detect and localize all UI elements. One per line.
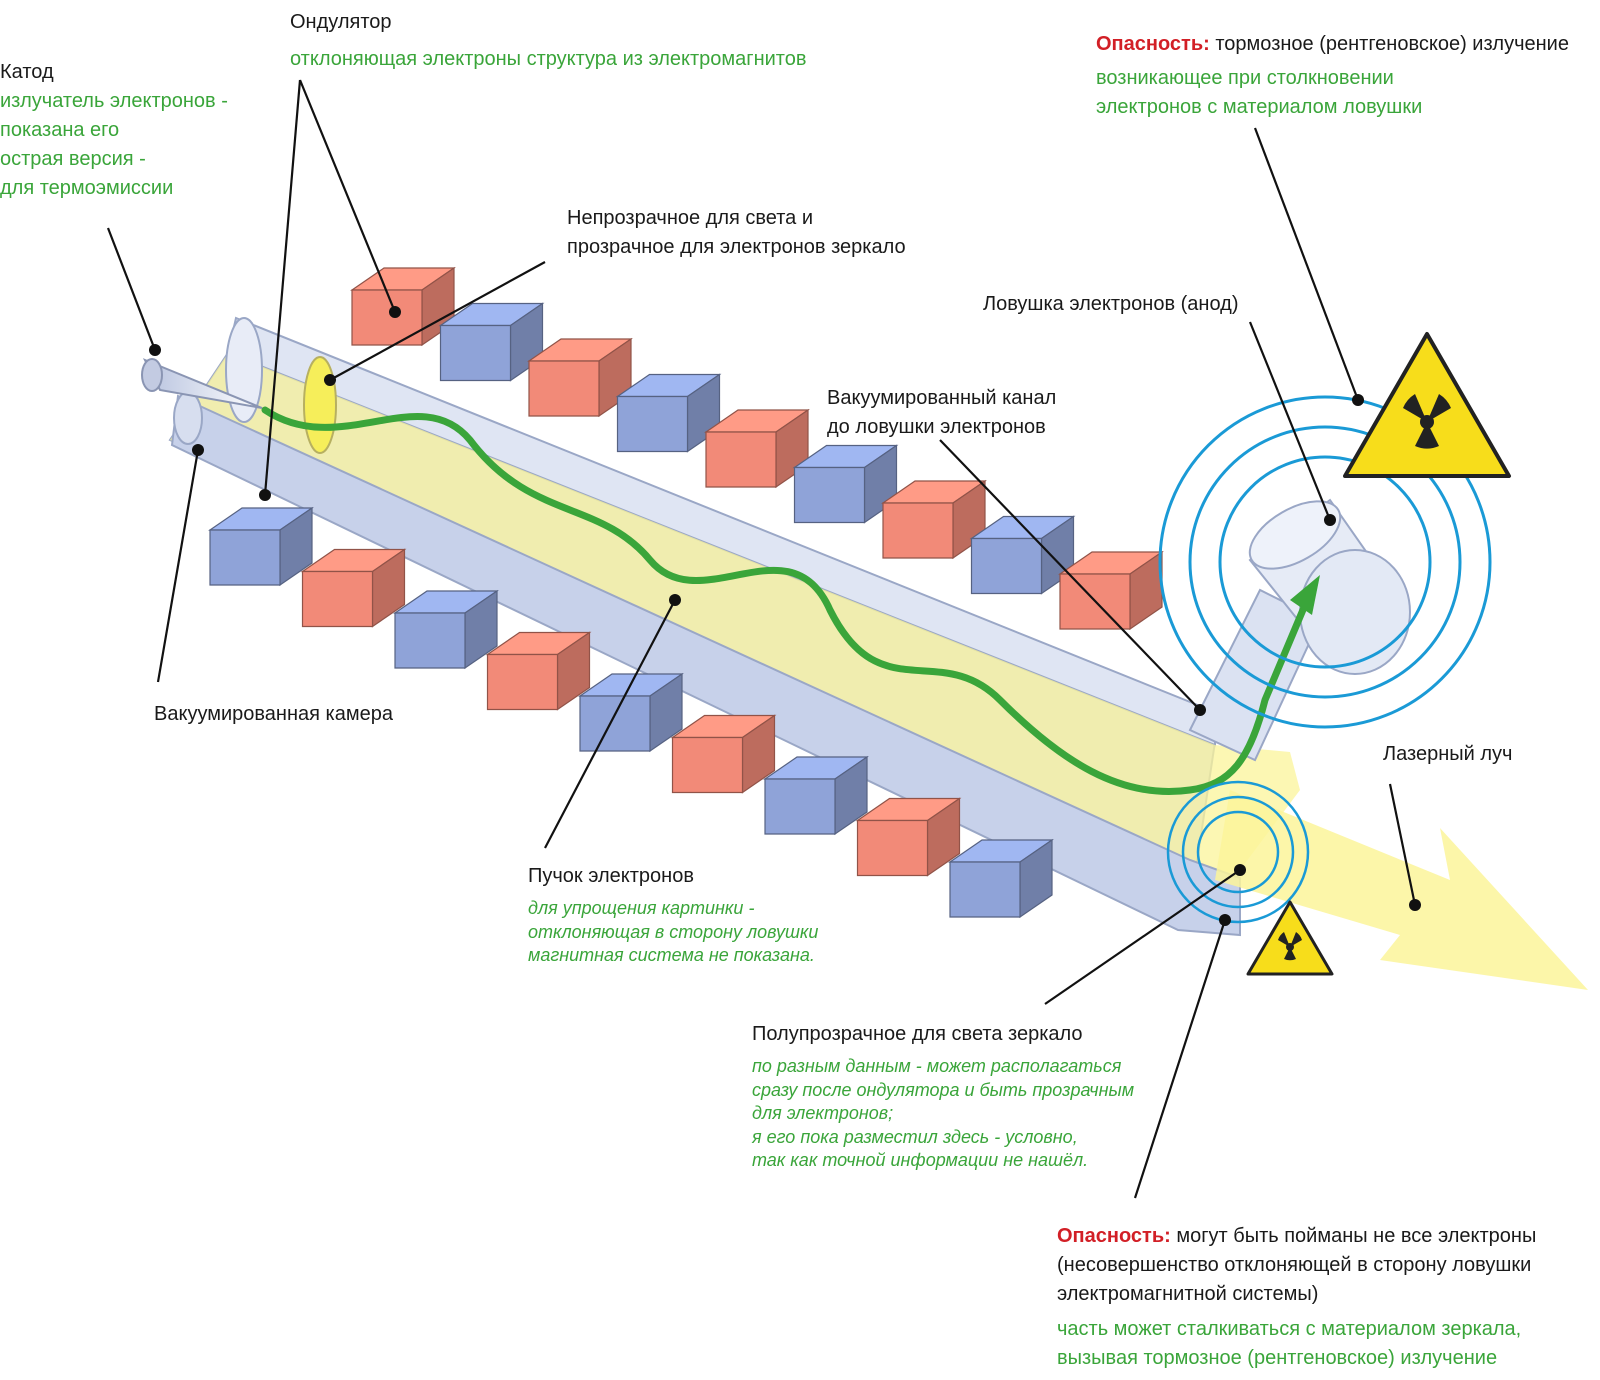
magnet-back-2 <box>438 302 545 382</box>
electron-beam-title: Пучок электронов <box>528 865 694 887</box>
magnet-front-3 <box>393 589 499 670</box>
mirror-opaque-line-1: Непрозрачное для света и <box>567 207 814 229</box>
undulator-label: Ондулятор отклоняющая электроны структур… <box>290 8 807 74</box>
cathode-note-1: излучатель электронов - <box>0 90 228 112</box>
danger-top-text: тормозное (рентгеновское) излучение <box>1215 33 1569 55</box>
undulator-title: Ондулятор <box>290 11 392 33</box>
cathode-note-2: показана его <box>0 119 120 141</box>
magnet-front-2 <box>300 548 407 628</box>
cathode-title: Катод <box>0 61 54 83</box>
danger-bottom-line-2: электромагнитной системы) <box>1057 1283 1319 1305</box>
vacuum-chamber-title: Вакуумированная камера <box>154 703 393 725</box>
magnet-front-1 <box>208 506 314 587</box>
cathode-note-3: острая версия - <box>0 148 146 170</box>
mirror-semi-note-1: по разным данным - может располагаться <box>752 1056 1122 1076</box>
magnet-front-8 <box>855 797 962 877</box>
leader-dots <box>149 306 1421 926</box>
laser-arrow-icon <box>1215 790 1588 990</box>
vacuum-chamber <box>168 316 1300 937</box>
electron-path <box>261 406 1309 795</box>
electron-beam-note-1: для упрощения картинки - <box>528 898 755 918</box>
undulator-note: отклоняющая электроны структура из элект… <box>290 48 807 70</box>
opaque-mirror <box>303 356 337 454</box>
magnet-back-7 <box>881 479 987 560</box>
mirror-opaque-line-2: прозрачное для электронов зеркало <box>567 236 906 258</box>
mirror-semi-title: Полупрозрачное для света зеркало <box>752 1023 1083 1045</box>
vacuum-channel-line-2: до ловушки электронов <box>827 416 1046 438</box>
danger-bottom-note-2: вызывая тормозное (рентгеновское) излуче… <box>1057 1347 1498 1369</box>
mirror-semi-label: Полупрозрачное для света зеркало по разн… <box>752 1020 1134 1173</box>
laser-beam-title: Лазерный луч <box>1383 743 1513 765</box>
electron-arrow-icon <box>1290 575 1320 615</box>
magnet-front-7 <box>763 755 869 836</box>
magnet-back-4 <box>615 373 722 453</box>
undulator-back-magnets <box>350 266 1164 631</box>
mirror-semi-note-4: я его пока разместил здесь - условно, <box>752 1126 1078 1147</box>
magnet-back-3 <box>527 337 633 418</box>
magnet-back-5 <box>704 408 810 489</box>
cathode-cone-icon <box>141 358 263 409</box>
electron-beam-label: Пучок электронов для упрощения картинки … <box>528 862 818 968</box>
danger-bottom-text: могут быть пойманы не все электроны <box>1176 1225 1537 1247</box>
mirror-semi-note-2: сразу после ондулятора и быть прозрачным <box>752 1079 1135 1100</box>
undulator-front-magnets <box>208 506 1054 919</box>
magnet-front-9 <box>948 838 1054 919</box>
danger-bottom-prefix: Опасность: <box>1057 1225 1171 1247</box>
danger-bottom-label: Опасность: могут быть пойманы не все эле… <box>1057 1222 1536 1373</box>
danger-bottom-line-1: (несовершенство отклоняющей в сторону ло… <box>1057 1254 1532 1276</box>
electron-trap <box>1248 500 1342 570</box>
electron-beam-note-3: магнитная система не показана. <box>528 945 815 965</box>
danger-bottom-note-1: часть может сталкиваться с материалом зе… <box>1057 1318 1522 1340</box>
vacuum-chamber-label: Вакуумированная камера <box>154 700 393 729</box>
magnet-back-8 <box>969 515 1076 595</box>
electron-beam-note-2: отклоняющая в сторону ловушки <box>528 921 819 942</box>
cathode-note-4: для термоэмиссии <box>0 177 174 199</box>
leader-lines <box>106 79 1417 1199</box>
radiation-rings-small <box>1166 780 1310 924</box>
radiation-hazard-icon <box>1343 332 1511 478</box>
vacuum-channel-line-1: Вакуумированный канал <box>827 387 1057 409</box>
danger-top-note-1: возникающее при столкновении <box>1096 67 1394 89</box>
danger-top-prefix: Опасность: <box>1096 33 1210 55</box>
magnet-front-6 <box>670 714 777 794</box>
mirror-opaque-label: Непрозрачное для света и прозрачное для … <box>567 204 906 262</box>
danger-top-note-2: электронов с материалом ловушки <box>1096 96 1423 118</box>
radiation-hazard-icon-small <box>1246 900 1334 976</box>
vacuum-channel-label: Вакуумированный канал до ловушки электро… <box>827 384 1056 442</box>
magnet-back-6 <box>792 444 899 524</box>
radiation-rings-large <box>1158 395 1492 729</box>
magnet-back-1 <box>350 266 456 347</box>
trap-channel <box>1188 498 1411 762</box>
mirror-semi-note-3: для электронов; <box>752 1103 894 1123</box>
magnet-front-4 <box>485 631 592 711</box>
cathode-label: Катод излучатель электронов - показана е… <box>0 58 228 203</box>
danger-top-label: Опасность: тормозное (рентгеновское) изл… <box>1096 30 1569 122</box>
laser-beam-label: Лазерный луч <box>1383 740 1512 769</box>
mirror-semi-note-5: так как точной информации не нашёл. <box>752 1150 1089 1170</box>
electron-trap-label: Ловушка электронов (анод) <box>983 290 1238 319</box>
electron-trap-title: Ловушка электронов (анод) <box>983 293 1239 315</box>
